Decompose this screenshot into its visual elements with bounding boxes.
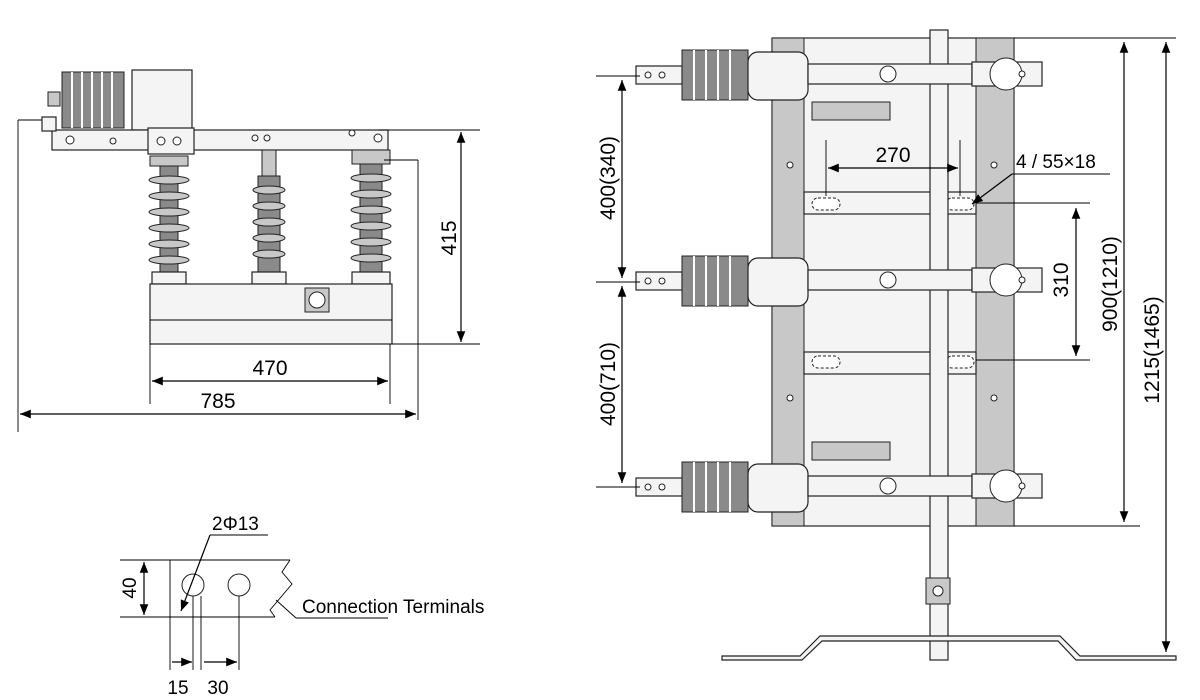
dim-overall-width-785: 785 (200, 390, 235, 413)
post-insulator-right (350, 149, 392, 285)
dim-mount-holes: 4 / 55×18 (1016, 152, 1096, 173)
dim-hole-spacing-270: 270 (875, 144, 910, 167)
dim-pitch-30: 30 (207, 678, 228, 699)
operating-shaft (929, 29, 949, 661)
terminal-detail: 2Φ13 40 15 30 Connection Terminals (120, 514, 484, 699)
dim-edge-15: 15 (167, 678, 188, 699)
terminal-hole-1 (181, 573, 205, 597)
connection-terminals-label: Connection Terminals (302, 597, 484, 618)
dim-total-height: 1215(1465) (1141, 296, 1164, 403)
post-insulator-left (148, 155, 190, 285)
dim-frame-height: 900(1210) (1099, 236, 1122, 332)
dim-terminal-height-40: 40 (120, 577, 141, 598)
top-rail (51, 129, 389, 151)
dim-holes-2phi13: 2Φ13 (212, 514, 259, 535)
mechanism-fins (71, 72, 113, 128)
dim-lower-pitch: 400(710) (597, 342, 620, 426)
post-insulator-middle (251, 149, 287, 285)
base-frame (149, 283, 393, 345)
terminal-hole-2 (227, 573, 251, 597)
dim-upper-pitch: 400(340) (597, 136, 620, 220)
pole-assembly-bottom (635, 441, 1043, 513)
pole-assembly-top (635, 49, 1043, 121)
side-view: 415 470 785 (17, 69, 480, 432)
front-view: 400(340) 400(710) 270 4 / 55×18 310 900(… (596, 29, 1177, 661)
dim-slot-pitch-310: 310 (1050, 262, 1073, 297)
dim-base-width-470: 470 (252, 357, 287, 380)
operating-handle-base (721, 635, 1177, 661)
mechanism-housing (131, 69, 193, 131)
dim-height-415: 415 (438, 220, 461, 255)
pole-assembly-middle (635, 255, 1043, 307)
